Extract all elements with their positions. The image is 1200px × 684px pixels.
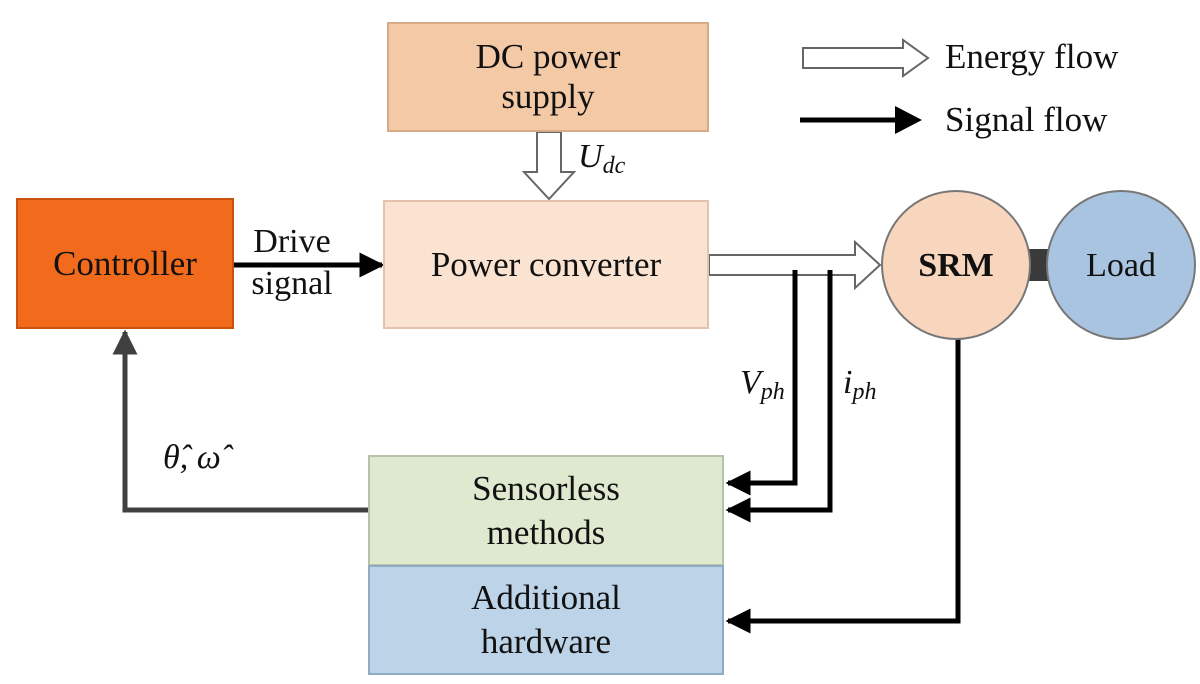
sensorless-methods-line1: Sensorless — [472, 468, 620, 508]
iph-signal-line — [725, 270, 833, 523]
drive-signal-line2: signal — [251, 265, 333, 302]
legend-signal-arrow — [800, 106, 922, 134]
dc-power-supply-line2: supply — [501, 77, 595, 116]
sensorless-methods-block: Sensorless methods — [368, 455, 724, 566]
drive-signal-label: Drive signal — [232, 218, 352, 308]
iph-label: iph — [843, 364, 876, 405]
dc-power-supply-block: DC power supply — [387, 22, 709, 132]
legend-energy-flow-label: Energy flow — [945, 37, 1119, 76]
srm-circle — [881, 190, 1031, 340]
udc-label: Udc — [578, 138, 626, 179]
legend-signal-flow-label: Signal flow — [945, 100, 1108, 139]
estimate-feedback-line — [112, 329, 368, 513]
controller-block: Controller — [16, 198, 234, 329]
additional-hardware-block: Additional hardware — [368, 565, 724, 675]
load-label: Load — [1086, 247, 1156, 284]
additional-hardware-line2: hardware — [480, 622, 612, 661]
sensorless-methods-line2: methods — [486, 512, 606, 552]
drive-signal-line1: Drive — [253, 223, 331, 260]
vph-label: Vph — [740, 364, 785, 405]
converter-to-srm-energy-arrow — [708, 239, 882, 291]
additional-hardware-line1: Additional — [471, 578, 621, 617]
power-converter-block: Power converter — [383, 200, 709, 329]
theta-omega-estimates-label: θ̂, ω̂ — [163, 439, 234, 476]
srm-label: SRM — [918, 247, 994, 284]
udc-energy-arrow — [521, 131, 577, 201]
load-circle — [1046, 190, 1196, 340]
srm-feedback-line — [725, 338, 961, 634]
legend-energy-arrow — [802, 38, 930, 78]
vph-signal-line — [725, 270, 798, 496]
dc-power-supply-line1: DC power — [475, 37, 621, 76]
